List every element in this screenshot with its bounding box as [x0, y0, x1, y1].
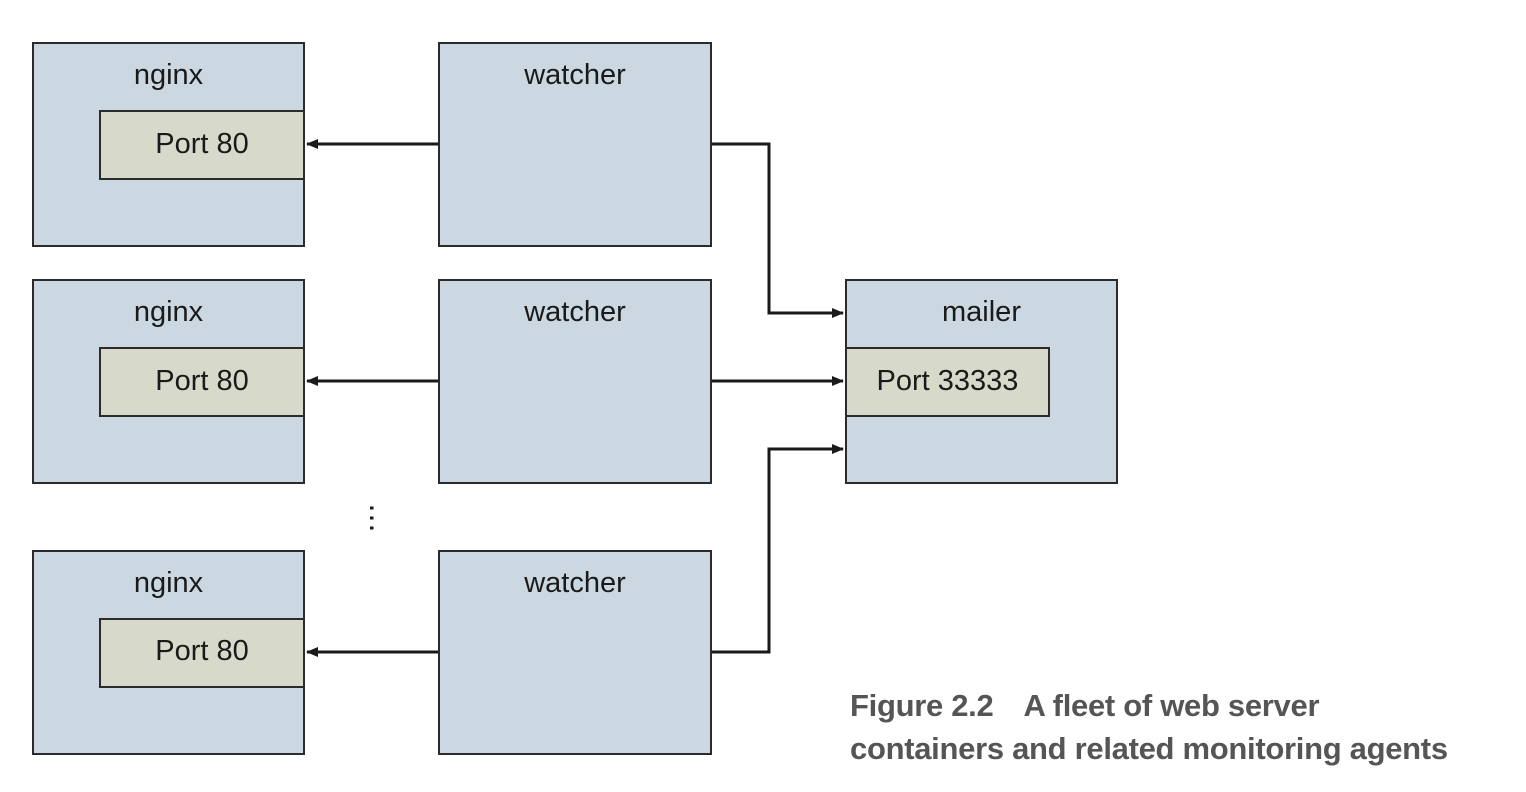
figure-caption: Figure 2.2 A fleet of web server containe… — [850, 684, 1448, 770]
nginx-port-label-1: Port 80 — [155, 128, 249, 160]
caption-text-line-2: containers and related monitoring agents — [850, 731, 1448, 766]
watcher-container-2 — [438, 279, 712, 484]
watcher-title-1: watcher — [524, 59, 626, 91]
nginx-port-3 — [99, 618, 305, 688]
more-containers-ellipsis: ⋯ — [355, 503, 388, 533]
arrow-watcher3-to-mailer — [712, 444, 844, 654]
nginx-port-label-3: Port 80 — [155, 635, 249, 667]
mailer-port-label: Port 33333 — [876, 365, 1019, 397]
nginx-port-label-2: Port 80 — [155, 365, 249, 397]
arrow-watcher1-to-mailer — [712, 142, 844, 318]
nginx-title-2: nginx — [133, 296, 204, 328]
figure-number: Figure 2.2 — [850, 688, 994, 723]
watcher-title-3: watcher — [524, 567, 626, 599]
mailer-port — [845, 347, 1050, 417]
nginx-port-1 — [99, 110, 305, 180]
mailer-title: mailer — [942, 296, 1021, 328]
watcher-container-3 — [438, 550, 712, 755]
nginx-title-3: nginx — [133, 567, 204, 599]
caption-line-1: Figure 2.2 A fleet of web server — [850, 684, 1448, 727]
caption-text-line-1: A fleet of web server — [1023, 688, 1320, 723]
nginx-port-2 — [99, 347, 305, 417]
watcher-title-2: watcher — [524, 296, 626, 328]
nginx-title-1: nginx — [133, 59, 204, 91]
watcher-container-1 — [438, 42, 712, 247]
